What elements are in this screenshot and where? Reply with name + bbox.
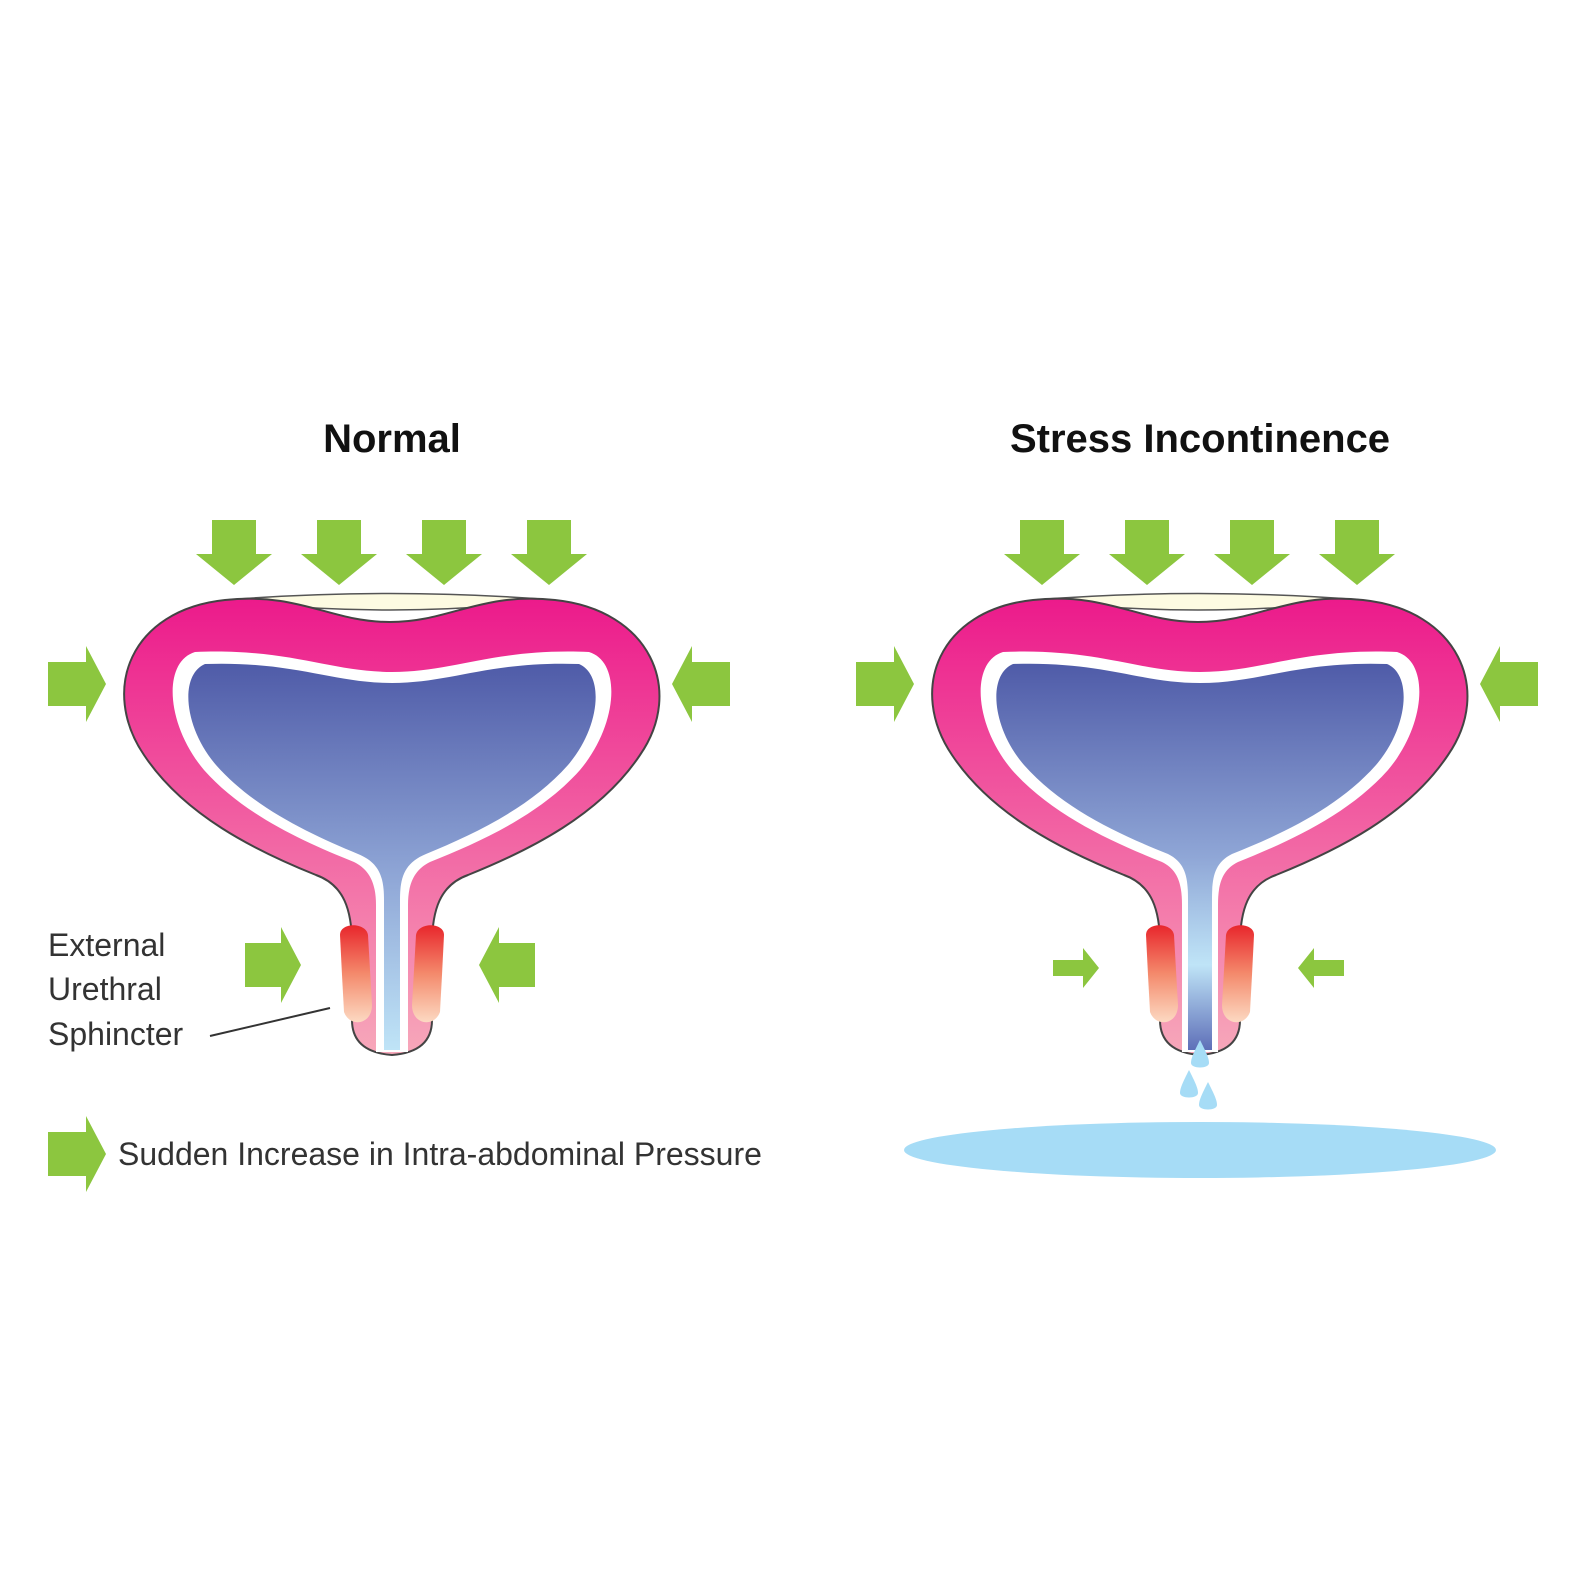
sphincter-left bbox=[340, 925, 372, 1023]
arrow-down-icon bbox=[1214, 520, 1290, 585]
sphincter-right bbox=[412, 925, 444, 1023]
bladder-normal bbox=[123, 592, 661, 1057]
arrow-down-icon bbox=[1319, 520, 1395, 585]
panel-title-normal: Normal bbox=[323, 417, 461, 461]
arrow-down-icon bbox=[1004, 520, 1080, 585]
sphincter-label-line-2: Urethral bbox=[48, 971, 162, 1007]
arrow-left-icon bbox=[672, 646, 730, 722]
droplet-icon bbox=[1180, 1070, 1198, 1098]
legend-text: Sudden Increase in Intra-abdominal Press… bbox=[118, 1136, 762, 1172]
sphincter-left bbox=[1146, 925, 1178, 1023]
pressure-arrows-normal bbox=[48, 520, 730, 1003]
sphincter-right bbox=[1222, 925, 1254, 1023]
legend-arrow-icon bbox=[48, 1116, 106, 1192]
arrow-down-icon bbox=[1109, 520, 1185, 585]
arrow-left-icon-small bbox=[1298, 948, 1344, 988]
arrow-right-icon-small bbox=[1053, 948, 1099, 988]
bladder-stress bbox=[931, 592, 1469, 1057]
arrow-down-icon bbox=[511, 520, 587, 585]
sphincter-leader-line bbox=[209, 1007, 331, 1037]
droplet-icon bbox=[1199, 1082, 1217, 1110]
sphincter-label-line-3: Sphincter bbox=[48, 1016, 184, 1052]
panel-title-stress: Stress Incontinence bbox=[1010, 417, 1390, 461]
arrow-down-icon bbox=[196, 520, 272, 585]
urine bbox=[188, 663, 596, 1050]
urine bbox=[996, 663, 1404, 1050]
panel-normal: Normal External Urethral Sphincter bbox=[48, 417, 762, 1192]
droplet-icon bbox=[1191, 1040, 1209, 1068]
panel-stress: Stress Incontinence bbox=[856, 417, 1538, 1178]
sphincter-label: External Urethral Sphincter bbox=[48, 927, 331, 1052]
sphincter-label-line-1: External bbox=[48, 927, 165, 963]
arrow-left-icon bbox=[1480, 646, 1538, 722]
arrow-left-icon bbox=[479, 927, 535, 1003]
pressure-arrows-stress bbox=[856, 520, 1538, 988]
arrow-right-icon bbox=[245, 927, 301, 1003]
arrow-down-icon bbox=[406, 520, 482, 585]
arrow-right-icon bbox=[48, 646, 106, 722]
legend: Sudden Increase in Intra-abdominal Press… bbox=[48, 1116, 762, 1192]
arrow-down-icon bbox=[301, 520, 377, 585]
urine-leak bbox=[904, 1040, 1496, 1178]
arrow-right-icon bbox=[856, 646, 914, 722]
urine-puddle bbox=[904, 1122, 1496, 1178]
